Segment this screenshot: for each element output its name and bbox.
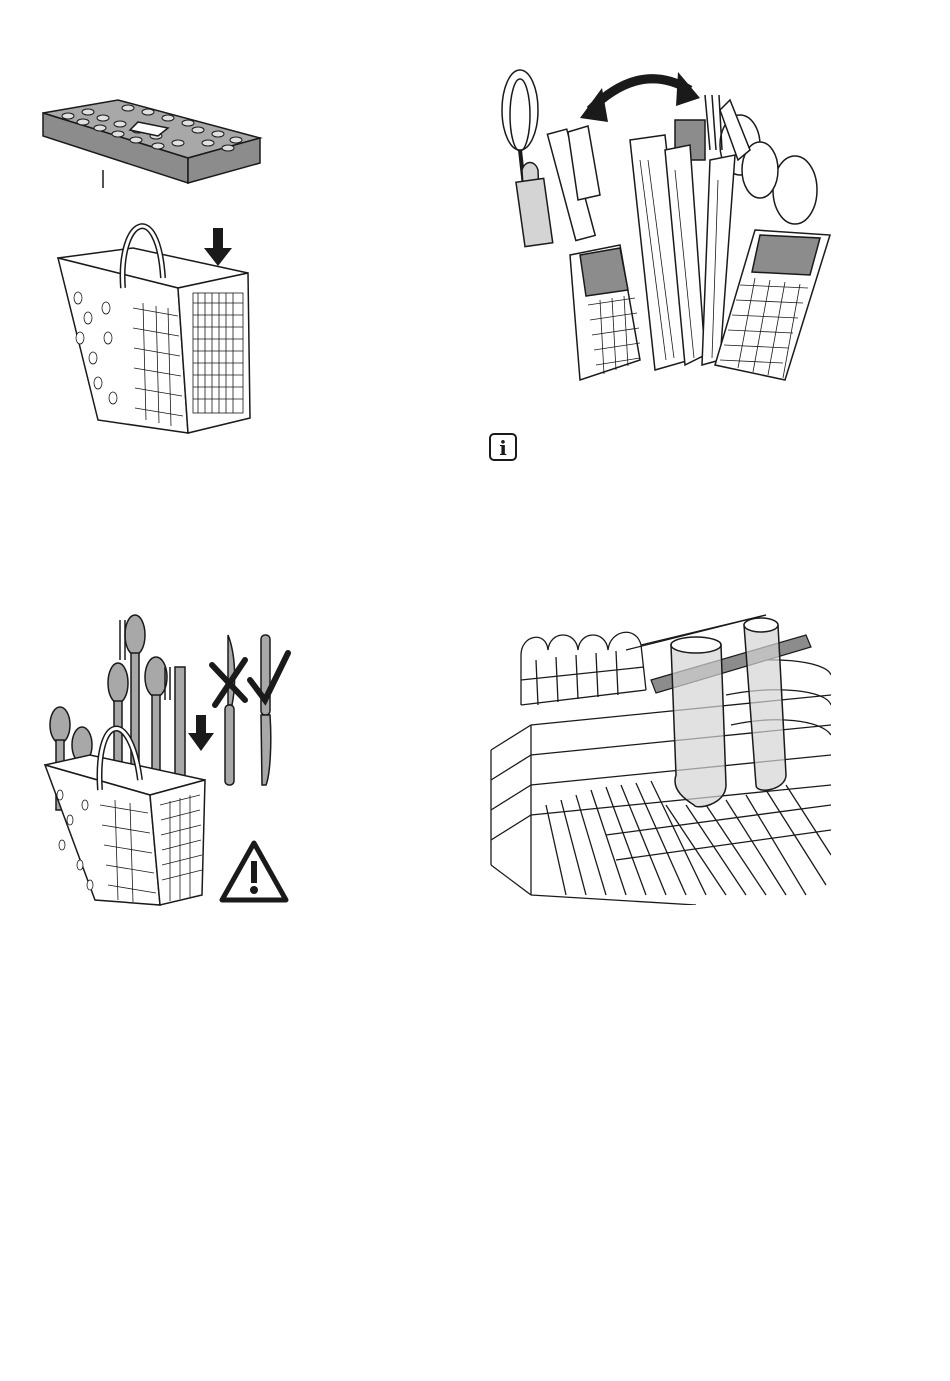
upper-rack-glass-holder-illustration <box>486 605 831 905</box>
warning-icon <box>222 843 286 900</box>
arrow-down-icon <box>204 228 232 266</box>
cutlery-loading-figure <box>40 605 295 915</box>
info-icon-shape: i <box>488 432 518 462</box>
info-icon-glyph: i <box>499 436 507 460</box>
cutlery-basket-open-figure <box>490 60 850 385</box>
knife-right <box>261 635 271 785</box>
cutlery-basket-opened-illustration <box>490 60 850 385</box>
cutlery-basket-grid-illustration <box>38 88 268 448</box>
double-arrow-icon <box>580 72 700 122</box>
rack-glass-holder-figure <box>486 605 831 905</box>
knife-wrong <box>225 635 235 785</box>
basket-grid <box>43 100 260 188</box>
arrow-down-icon <box>188 715 214 751</box>
cutlery-loading-illustration <box>40 605 295 915</box>
cutlery-basket-grid-figure <box>38 88 268 448</box>
glasses <box>671 618 786 807</box>
info-icon: i <box>488 432 518 462</box>
